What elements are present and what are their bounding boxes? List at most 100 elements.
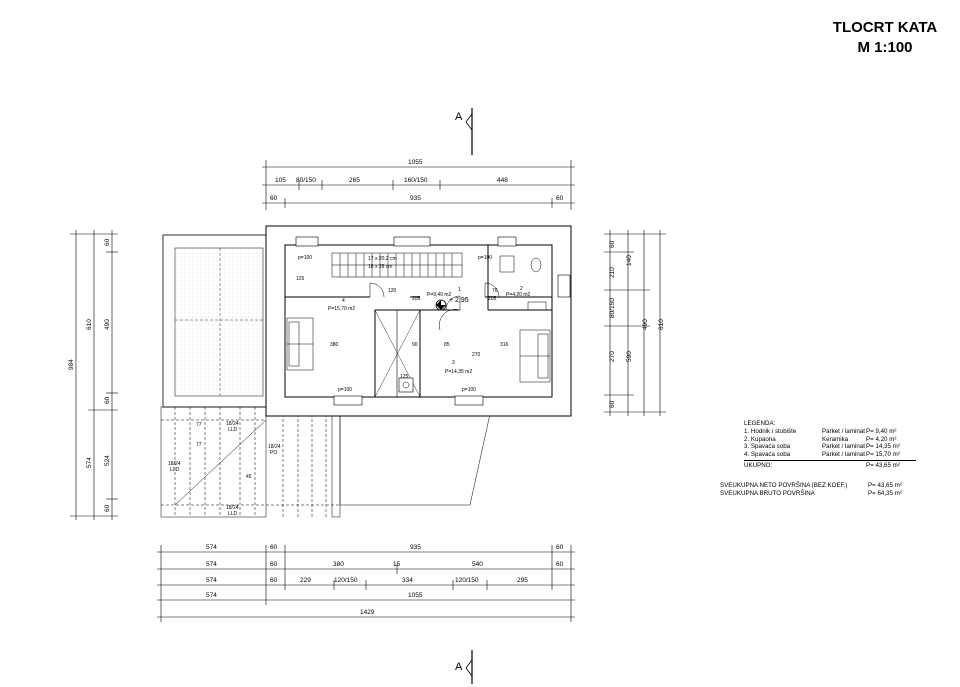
dim-top-total: 1055 <box>408 159 423 166</box>
dim-bottom-2b: 60 <box>270 561 278 568</box>
legend-row: 1. Hodnik i stubište Parket / laminat P=… <box>744 428 916 436</box>
legend-total-label: UKUPNO: <box>744 461 773 469</box>
terrace-label-4b: PO <box>270 450 277 456</box>
dim-bottom-1b: 60 <box>270 544 278 551</box>
dim-76: 76 <box>492 288 498 294</box>
window-sill-3: p=100 <box>338 387 352 393</box>
dim-bottom-2d: 15 <box>393 561 401 568</box>
legend-total-value: P= 43,65 m² <box>866 461 900 469</box>
dim-90: 90 <box>412 342 418 348</box>
dim-right-c: 80/150 <box>609 298 616 318</box>
dim-top-b: 80/150 <box>296 177 316 184</box>
window-sill-4: p=100 <box>462 387 476 393</box>
dim-top-c: 265 <box>349 177 360 184</box>
bed-room-4 <box>286 317 314 371</box>
legend-table: LEGENDA: 1. Hodnik i stubište Parket / l… <box>744 420 916 470</box>
dim-left-a: 60 <box>104 238 111 246</box>
dim-left-lower: 574 <box>86 457 93 468</box>
dim-125-b: 125 <box>400 374 409 380</box>
room-1-number: 1 <box>458 287 461 293</box>
pergola-area <box>160 406 491 518</box>
dim-316: 316 <box>500 342 509 348</box>
left-dimension-labels: 984 610 574 60 490 60 524 60 <box>68 238 111 512</box>
level-label: + 2,95 <box>449 297 469 304</box>
dim-bottom-1a: 574 <box>206 544 217 551</box>
dim-380: 380 <box>330 342 339 348</box>
dim-left-upper: 610 <box>86 319 93 330</box>
legend-divider <box>744 459 916 461</box>
legend-room-name: 1. Hodnik i stubište <box>744 427 797 435</box>
terrace-label-2: 18/24 <box>168 461 181 467</box>
top-dimensions <box>262 160 575 210</box>
drawing-title: TLOCRT KATA M 1:100 <box>820 18 950 58</box>
stair-note-1: 17 x 20,2 cm <box>368 256 397 262</box>
bottom-dimensions <box>157 545 575 622</box>
legend-room-name: 4. Spavaća soba <box>744 451 791 459</box>
legend-row: 2. Kupaona Keramika P= 4,20 m² <box>744 436 916 444</box>
bruto-area-row: SVEUKUPNA BRUTO POVRŠINA P= 64,35 m² <box>720 490 916 498</box>
terrace-label-4: 18/24 <box>268 444 281 450</box>
terrace-dim-77a: 77 <box>196 422 202 428</box>
terrace-label-2b: LLD <box>170 467 180 473</box>
legend-row: 3. Spavaća soba Parket / laminat P= 14,3… <box>744 443 916 451</box>
room-2-number: 2 <box>520 286 523 292</box>
dim-bottom-3e: 334 <box>402 577 413 584</box>
bottom-dimension-labels: 574 60 935 60 574 60 380 15 540 60 574 6… <box>206 544 564 616</box>
legend-room-area: P= 14,35 m² <box>866 443 900 451</box>
stair-note-2: 16 x 28 cm <box>368 264 392 270</box>
title-scale: M 1:100 <box>857 39 913 56</box>
dim-bottom-2a: 574 <box>206 561 217 568</box>
legend-room-name: 2. Kupaona <box>744 435 776 443</box>
room-3-area: P=14,35 m2 <box>445 369 472 375</box>
legend-room-finish: Parket / laminat <box>822 443 865 451</box>
dim-bottom-1d: 60 <box>556 544 564 551</box>
dim-bottom-3a: 574 <box>206 577 217 584</box>
dim-bottom-3f: 120/150 <box>455 577 479 584</box>
top-dimension-labels: 1055 105 80/150 265 160/150 448 60 935 6… <box>270 159 564 202</box>
dim-right-d: 270 <box>609 351 616 362</box>
terrace-label-1b: LLD <box>228 427 238 433</box>
window-sill-1: p=100 <box>298 255 312 261</box>
neto-area-row: SVEUKUPNA NETO POVRŠINA (BEZ KOEF.) P= 4… <box>720 482 916 490</box>
dim-bottom-3b: 60 <box>270 577 278 584</box>
legend-room-area: P= 9,40 m² <box>866 427 897 435</box>
dim-85: 85 <box>444 342 450 348</box>
legend-heading: LEGENDA: <box>744 420 776 427</box>
dim-right-i: 610 <box>658 319 665 330</box>
dim-left-c: 60 <box>104 396 111 404</box>
section-label-top: A <box>455 111 463 123</box>
neto-area-label: SVEUKUPNA NETO POVRŠINA (BEZ KOEF.) <box>720 482 848 489</box>
level-mark <box>435 299 447 311</box>
dim-right-g: 590 <box>626 351 633 362</box>
dim-top-a: 105 <box>275 177 286 184</box>
building-walls <box>265 225 572 417</box>
bruto-area-value: P= 64,35 m² <box>868 490 902 497</box>
right-dimension-labels: 60 210 80/150 270 60 140 590 490 610 <box>609 240 665 408</box>
legend-room-area: P= 4,20 m² <box>866 435 897 443</box>
dim-125: 125 <box>296 276 305 282</box>
room-4-area: P=15,70 m2 <box>328 306 355 312</box>
staircase <box>331 252 463 278</box>
dim-bottom-3d: 120/150 <box>334 577 358 584</box>
dim-top-f: 60 <box>270 195 278 202</box>
dim-top-g: 935 <box>410 195 421 202</box>
title-line-1: TLOCRT KATA <box>832 19 938 36</box>
dim-205-a: 205 <box>412 296 421 302</box>
dim-right-f: 140 <box>626 255 633 266</box>
legend-room-finish: Keramika <box>822 435 849 443</box>
legend-total-row: UKUPNO: P= 43,65 m² <box>744 462 916 470</box>
right-dimensions <box>604 230 666 416</box>
dim-205-b: 205 <box>488 296 497 302</box>
legend-room-name: 3. Spavaća soba <box>744 443 791 451</box>
dim-bottom-3g: 295 <box>517 577 528 584</box>
dim-top-d: 160/150 <box>404 177 428 184</box>
dim-bottom-4b: 1055 <box>408 592 423 599</box>
dim-bottom-3c: 229 <box>300 577 311 584</box>
chimney <box>398 377 414 393</box>
legend-room-finish: Parket / laminat <box>822 427 865 435</box>
legend-row: 4. Spavaća soba Parket / laminat P= 15,7… <box>744 451 916 459</box>
room-1-area: P=9,40 m2 <box>427 292 452 298</box>
section-label-bottom: A <box>455 661 463 673</box>
section-mark-bottom: A <box>455 650 473 684</box>
